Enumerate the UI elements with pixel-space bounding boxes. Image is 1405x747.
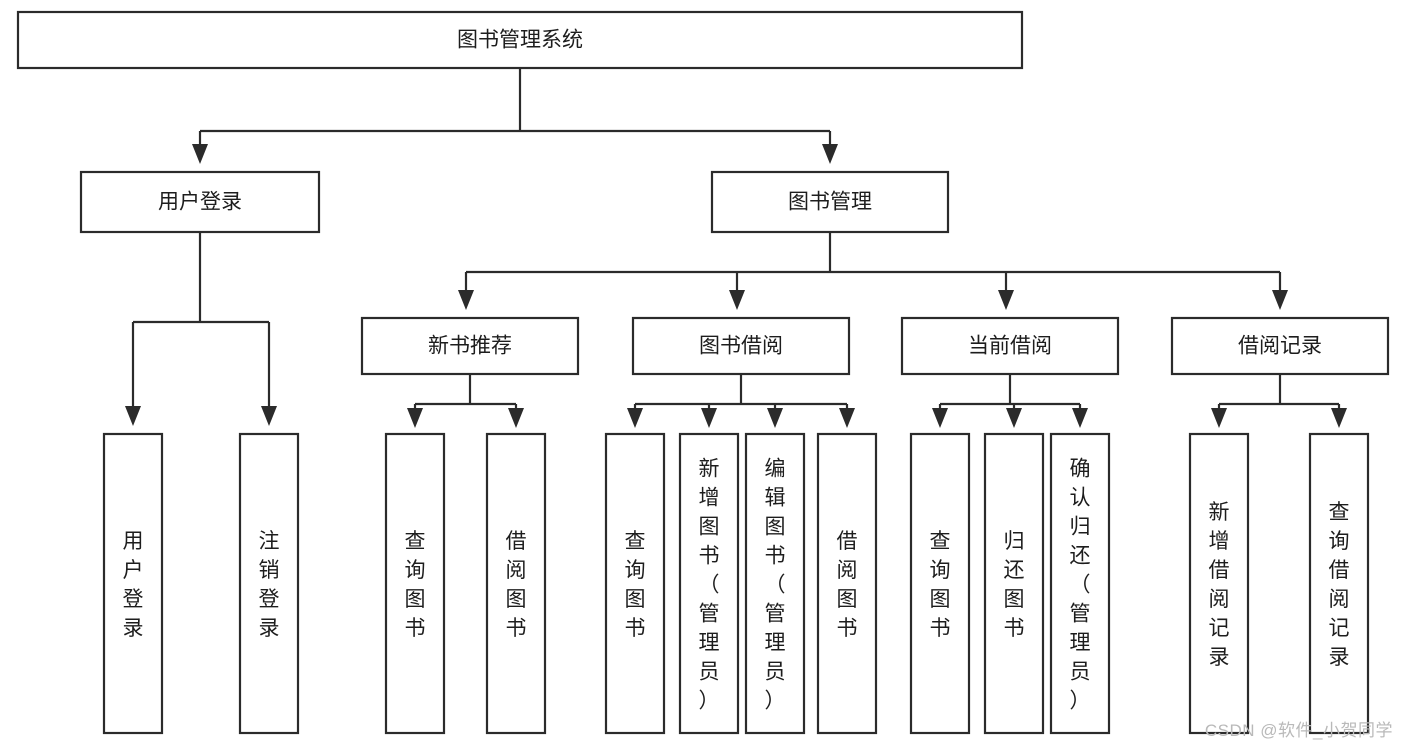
- node-leaf-borrow-book-rec[interactable]: 借阅图书: [485, 432, 547, 735]
- node-leaf-query-book-rec-label: 查询图书: [405, 530, 426, 640]
- node-leaf-user-login[interactable]: 用户登录: [102, 432, 164, 735]
- node-leaf-borrow-book[interactable]: 借阅图书: [816, 432, 878, 735]
- node-new-book-rec-label: 新书推荐: [428, 335, 512, 358]
- node-borrow-record-label: 借阅记录: [1238, 335, 1322, 358]
- node-leaf-edit-book-admin[interactable]: 编辑图书（管理员）: [744, 432, 806, 735]
- arrow-book-borrow-leaf4-icon: [839, 408, 855, 428]
- node-book-borrow[interactable]: 图书借阅: [631, 316, 851, 376]
- node-new-book-rec-box[interactable]: [360, 316, 580, 376]
- node-leaf-query-book-rec[interactable]: 查询图书: [384, 432, 446, 735]
- connector-group-root: [192, 68, 838, 164]
- node-current-borrow-box[interactable]: [900, 316, 1120, 376]
- node-leaf-user-login-label: 用户登录: [123, 530, 144, 640]
- node-root-box[interactable]: [16, 10, 1024, 70]
- node-leaf-query-borrow-record-box[interactable]: [1308, 432, 1370, 735]
- arrow-book-borrow-leaf2-icon: [701, 408, 717, 428]
- node-leaf-query-book-borrow-label: 查询图书: [625, 530, 646, 640]
- node-leaf-edit-book-admin-label: 编辑图书（管理员）: [765, 458, 786, 713]
- node-root[interactable]: 图书管理系统: [16, 10, 1024, 70]
- node-book-borrow-box[interactable]: [631, 316, 851, 376]
- node-leaf-query-book-cur-label: 查询图书: [930, 530, 951, 640]
- arrow-user-login-leaf1-icon: [125, 406, 141, 426]
- node-new-book-rec[interactable]: 新书推荐: [360, 316, 580, 376]
- arrow-new-book-rec-leaf2-icon: [508, 408, 524, 428]
- connector-group-current-borrow: [932, 374, 1088, 428]
- connector-group-book-borrow: [627, 374, 855, 428]
- node-user-login-box[interactable]: [79, 170, 321, 234]
- arrow-borrow-record-leaf1-icon: [1211, 408, 1227, 428]
- arrow-new-book-rec-leaf1-icon: [407, 408, 423, 428]
- node-leaf-confirm-return-admin-label: 确认归还（管理员）: [1070, 458, 1091, 713]
- arrow-user-login-leaf2-icon: [261, 406, 277, 426]
- node-leaf-borrow-book-rec-box[interactable]: [485, 432, 547, 735]
- connector-group-book-manage: [458, 232, 1288, 310]
- node-borrow-record-box[interactable]: [1170, 316, 1390, 376]
- node-leaf-add-book-admin-box[interactable]: [678, 432, 740, 735]
- arrow-current-borrow-leaf1-icon: [932, 408, 948, 428]
- arrow-book-manage-borrow-icon: [729, 290, 745, 310]
- node-leaf-query-book-rec-box[interactable]: [384, 432, 446, 735]
- node-book-manage[interactable]: 图书管理: [710, 170, 950, 234]
- connector-group-borrow-record: [1211, 374, 1347, 428]
- node-leaf-confirm-return-admin-box[interactable]: [1049, 432, 1111, 735]
- node-leaf-query-borrow-record[interactable]: 查询借阅记录: [1308, 432, 1370, 735]
- node-borrow-record[interactable]: 借阅记录: [1170, 316, 1390, 376]
- arrow-borrow-record-leaf2-icon: [1331, 408, 1347, 428]
- node-leaf-add-book-admin[interactable]: 新增图书（管理员）: [678, 432, 740, 735]
- node-leaf-borrow-book-box[interactable]: [816, 432, 878, 735]
- arrow-book-borrow-leaf3-icon: [767, 408, 783, 428]
- arrow-book-manage-new-book-icon: [458, 290, 474, 310]
- node-leaf-return-book[interactable]: 归还图书: [983, 432, 1045, 735]
- arrow-book-manage-current-icon: [998, 290, 1014, 310]
- node-leaf-query-borrow-record-label: 查询借阅记录: [1329, 501, 1350, 669]
- node-leaf-borrow-book-label: 借阅图书: [837, 530, 858, 640]
- node-leaf-user-logout-label: 注销登录: [259, 530, 280, 640]
- node-leaf-borrow-book-rec-label: 借阅图书: [506, 530, 527, 640]
- arrow-current-borrow-leaf3-icon: [1072, 408, 1088, 428]
- connector-group-new-book-rec: [407, 374, 524, 428]
- node-book-manage-box[interactable]: [710, 170, 950, 234]
- connector-group-user-login: [125, 232, 277, 426]
- node-book-borrow-label: 图书借阅: [699, 335, 783, 358]
- arrow-book-borrow-leaf1-icon: [627, 408, 643, 428]
- node-leaf-query-book-cur[interactable]: 查询图书: [909, 432, 971, 735]
- node-root-label: 图书管理系统: [457, 29, 583, 52]
- node-book-manage-label: 图书管理: [788, 191, 872, 214]
- node-leaf-query-book-borrow[interactable]: 查询图书: [604, 432, 666, 735]
- node-user-login[interactable]: 用户登录: [79, 170, 321, 234]
- node-leaf-add-borrow-record-box[interactable]: [1188, 432, 1250, 735]
- node-current-borrow[interactable]: 当前借阅: [900, 316, 1120, 376]
- node-leaf-query-book-borrow-box[interactable]: [604, 432, 666, 735]
- node-user-login-label: 用户登录: [158, 191, 242, 214]
- node-leaf-return-book-label: 归还图书: [1004, 530, 1025, 640]
- node-leaf-user-logout-box[interactable]: [238, 432, 300, 735]
- arrow-current-borrow-leaf2-icon: [1006, 408, 1022, 428]
- node-leaf-query-book-cur-box[interactable]: [909, 432, 971, 735]
- node-leaf-edit-book-admin-box[interactable]: [744, 432, 806, 735]
- arrow-root-to-book-manage-icon: [822, 144, 838, 164]
- node-leaf-confirm-return-admin[interactable]: 确认归还（管理员）: [1049, 432, 1111, 735]
- node-leaf-add-book-admin-label: 新增图书（管理员）: [699, 458, 720, 713]
- arrow-book-manage-record-icon: [1272, 290, 1288, 310]
- node-leaf-return-book-box[interactable]: [983, 432, 1045, 735]
- node-leaf-add-borrow-record[interactable]: 新增借阅记录: [1188, 432, 1250, 735]
- node-leaf-add-borrow-record-label: 新增借阅记录: [1209, 501, 1230, 669]
- node-leaf-user-logout[interactable]: 注销登录: [238, 432, 300, 735]
- node-leaf-user-login-box[interactable]: [102, 432, 164, 735]
- arrow-root-to-user-login-icon: [192, 144, 208, 164]
- node-current-borrow-label: 当前借阅: [968, 335, 1052, 358]
